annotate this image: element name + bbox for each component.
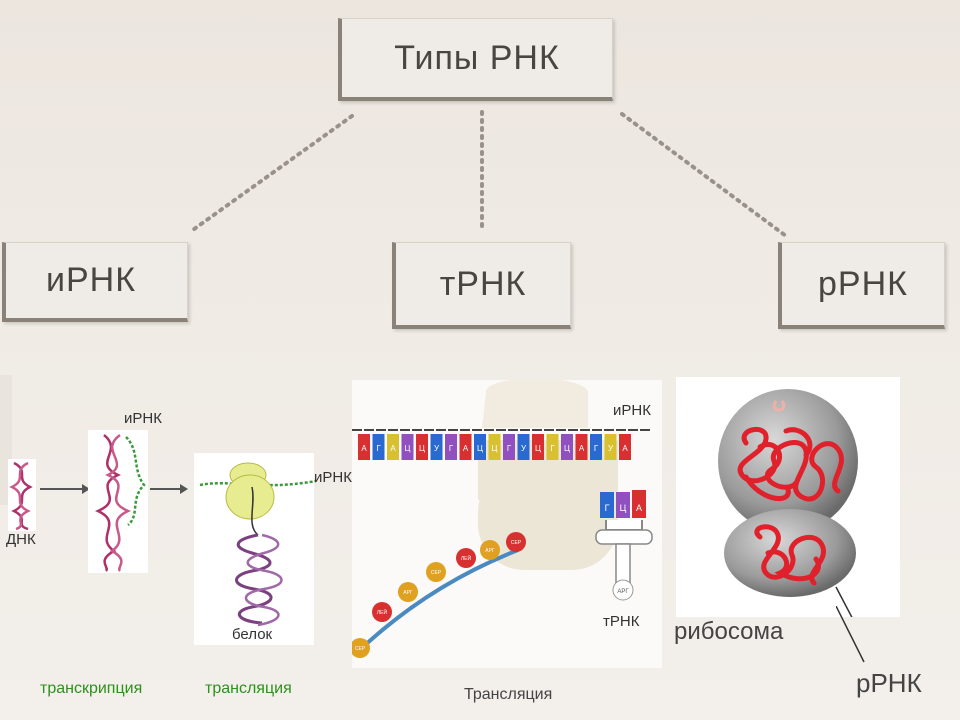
- codon-block: [517, 434, 530, 460]
- trna-molecule: Г Ц А АРГ: [595, 490, 653, 601]
- codon-block: [430, 434, 443, 460]
- ribosome-illustration: [676, 377, 900, 617]
- arrow-icon: [82, 484, 90, 494]
- amino-acid-label: СЕР: [511, 540, 522, 546]
- amino-acid-bead: [506, 532, 526, 552]
- amino-acid-label: АРГ: [485, 548, 495, 554]
- codon-block: [488, 434, 501, 460]
- amino-acid-label: ЛЕЙ: [377, 608, 388, 616]
- rrna-strand-large: [737, 426, 844, 502]
- amino-acid-label: АРГ: [403, 590, 413, 596]
- amino-acid-bead: [398, 582, 418, 602]
- amino-acid-bead: [456, 548, 476, 568]
- codon-block: [503, 434, 515, 460]
- codon-letter: Г: [550, 444, 555, 453]
- codon-letter: А: [579, 444, 585, 453]
- title-box: Типы РНК: [338, 18, 613, 101]
- codon-letter: А: [463, 444, 469, 453]
- codon-letter: Ц: [419, 444, 425, 453]
- mrna-label-left: иРНК: [124, 410, 162, 427]
- trna-type-box: тРНК: [392, 242, 571, 329]
- trna-amino-label: АРГ: [617, 589, 629, 595]
- codon-letter: Г: [507, 444, 512, 453]
- amino-acid-bead: [352, 638, 370, 658]
- amino-acid-bead: [372, 602, 392, 622]
- anticodon-2: Ц: [620, 503, 627, 513]
- rrna-pointer: [835, 586, 853, 617]
- large-subunit: [718, 389, 858, 533]
- codon-letter: Ц: [535, 444, 541, 453]
- codon-letter: У: [434, 444, 440, 453]
- rrna-type-label: рРНК: [818, 264, 908, 303]
- codon-letter: Ц: [405, 444, 411, 453]
- codon-block: [358, 434, 370, 460]
- protein-label: белок: [232, 626, 273, 643]
- connector-lines: [188, 110, 788, 238]
- mrna-type-label: иРНК: [46, 261, 137, 299]
- codon-letter: У: [608, 444, 614, 453]
- codon-letter: Г: [376, 444, 381, 453]
- codon-block: [372, 434, 385, 460]
- codon-letter: А: [390, 444, 396, 453]
- codon-block: [575, 434, 588, 460]
- arrow-icon: [180, 484, 188, 494]
- codon-block: [445, 434, 457, 460]
- amino-acid-label: СЕР: [355, 646, 366, 652]
- codon-block: [590, 434, 602, 460]
- codon-block: [532, 434, 544, 460]
- protein-chain: [235, 533, 273, 625]
- codon-block: [416, 434, 428, 460]
- ribosome-shape: [225, 474, 275, 520]
- codon-block: [619, 434, 631, 460]
- transcription-caption: транскрипция: [40, 680, 143, 697]
- translation-middle-caption: Трансляция: [464, 686, 553, 703]
- amino-acid-label: ЛЕЙ: [461, 554, 472, 562]
- peptide-chain: [360, 548, 519, 650]
- anticodon-3: А: [636, 503, 642, 513]
- transcription-card: [88, 430, 148, 573]
- trna-label: тРНК: [603, 613, 640, 630]
- codon-block: [604, 434, 617, 460]
- codon-block: [387, 434, 399, 460]
- rrna-type-box: рРНК: [778, 242, 945, 329]
- mrna-label-translation: иРНК: [314, 469, 352, 486]
- codon-letter: У: [521, 444, 527, 453]
- ribosome-label: рибосома: [674, 618, 784, 645]
- rrna-pointer-extension: [836, 606, 865, 663]
- amino-acid-bead: [480, 540, 500, 560]
- amino-acid-label: СЕР: [431, 570, 442, 576]
- codon-block: [401, 434, 414, 460]
- translation-caption: трансляция: [205, 680, 292, 697]
- amino-acid-bead: [426, 562, 446, 582]
- codon-block: [561, 434, 573, 460]
- codon-letter: Г: [449, 444, 454, 453]
- rrna-strand-small: [754, 524, 827, 586]
- codon-block: [546, 434, 559, 460]
- codon-block: [474, 434, 486, 460]
- codon-letter: Ц: [477, 444, 483, 453]
- codon-letter: Ц: [564, 444, 570, 453]
- codon-letter: Г: [594, 444, 599, 453]
- codon-letter: А: [361, 444, 367, 453]
- codon-letter: А: [622, 444, 628, 453]
- codon-letter: Ц: [492, 444, 498, 453]
- anticodon-1: Г: [605, 503, 610, 513]
- rrna-label: рРНК: [856, 668, 922, 698]
- page-title: Типы РНК: [394, 38, 560, 77]
- transcription-translation-illustration: [0, 375, 317, 645]
- codon-block: [459, 434, 472, 460]
- trna-type-label: тРНК: [439, 264, 527, 303]
- mrna-label-middle: иРНК: [613, 402, 651, 419]
- dna-label: ДНК: [6, 531, 36, 548]
- mrna-type-box: иРНК: [2, 242, 188, 322]
- amino-acid-chain: СЕР ЛЕЙ АРГ СЕР ЛЕЙ АРГ СЕР: [352, 532, 526, 658]
